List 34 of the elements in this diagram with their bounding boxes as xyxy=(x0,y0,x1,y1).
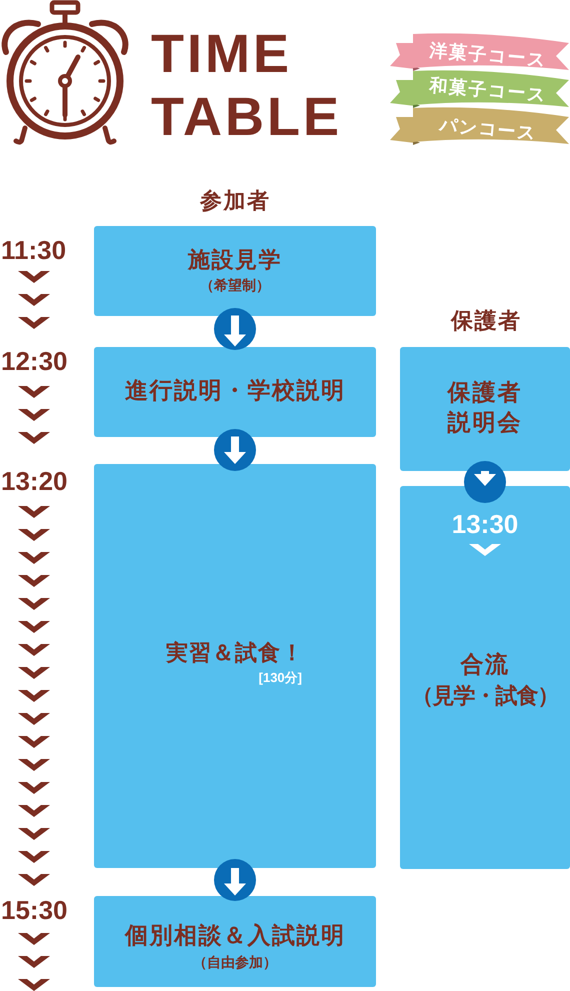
schedule-box xyxy=(94,226,376,316)
activity-title: 保護者説明会 xyxy=(446,378,524,436)
schedule-box xyxy=(400,347,570,471)
schedule-box xyxy=(400,486,570,869)
column-header: 保護者 xyxy=(450,310,522,332)
activity-note: （自由参加） xyxy=(193,955,277,969)
time-label: 15:30 xyxy=(1,896,68,923)
ribbon-banner xyxy=(388,33,570,71)
course-label: 和菓子コース xyxy=(428,76,548,104)
activity-title: 実習＆試食！ xyxy=(166,642,304,664)
arrow xyxy=(224,868,246,896)
course-label: パンコース xyxy=(438,116,538,142)
time-label: 12:30 xyxy=(1,348,68,374)
ribbon-banner xyxy=(388,107,570,145)
activity-title: 合流 xyxy=(460,653,510,676)
activity-note: （見学・試食） xyxy=(412,685,558,707)
column-header: 参加者 xyxy=(200,190,270,212)
course-label: 洋菓子コース xyxy=(428,40,548,69)
schedule-box xyxy=(94,464,376,868)
activity-title: 施設見学 xyxy=(188,248,282,270)
schedule-box xyxy=(94,346,376,436)
activity-title: 進行説明・学校説明 xyxy=(124,379,346,402)
time-label: 13:20 xyxy=(1,468,68,494)
arrow xyxy=(224,436,246,464)
time-label: 13:30 xyxy=(452,510,518,537)
schedule-box xyxy=(94,896,376,986)
duration-label: [130分] xyxy=(258,671,302,684)
ribbon-banner xyxy=(388,70,570,108)
arrow xyxy=(474,471,496,486)
time-label: 11:30 xyxy=(1,236,66,263)
activity-note: （希望制） xyxy=(200,278,270,292)
activity-title: 個別相談＆入試説明 xyxy=(124,924,346,947)
arrow xyxy=(224,316,246,346)
title: TIME TABLE xyxy=(151,23,343,149)
